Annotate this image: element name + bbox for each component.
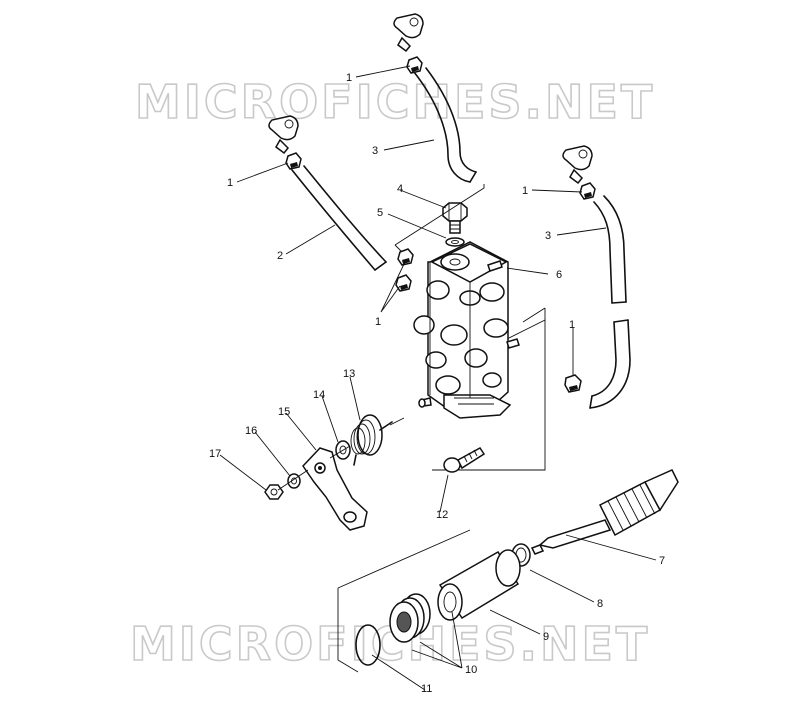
sealing-washer — [445, 237, 465, 247]
bleed-bolt — [442, 202, 468, 234]
clamp-pump-upper — [397, 248, 414, 266]
assembly-guide-lines — [394, 184, 546, 471]
nozzle-right — [562, 145, 593, 185]
watermark-bottom: MICROFICHES.NET — [130, 617, 650, 671]
hose-left — [291, 165, 387, 271]
callout-1-pump: 1 — [375, 316, 381, 328]
callout-3-right: 3 — [545, 230, 551, 242]
pump-drive-shaft — [530, 469, 679, 555]
lever-axis-line — [277, 417, 405, 491]
callout-16: 16 — [245, 425, 257, 437]
callout-17: 17 — [209, 448, 221, 460]
callout-1-right: 1 — [522, 185, 528, 197]
nozzle-top-center — [393, 13, 424, 53]
callout-2: 2 — [277, 250, 283, 262]
callout-1-lower-right: 1 — [569, 319, 575, 331]
return-spring — [350, 414, 393, 466]
callout-9: 9 — [543, 631, 549, 643]
callout-7: 7 — [659, 555, 665, 567]
callout-6: 6 — [556, 269, 562, 281]
clamp-left — [285, 152, 302, 170]
callout-5: 5 — [377, 207, 383, 219]
callout-1-top: 1 — [346, 72, 352, 84]
callout-13: 13 — [343, 368, 355, 380]
hose-top-center — [413, 67, 477, 183]
shaft-group-frame — [337, 529, 471, 673]
callout-11: 11 — [421, 683, 432, 695]
hose-right-lower — [589, 319, 631, 409]
nozzle-left — [268, 115, 299, 155]
clamp-top-center — [406, 56, 423, 74]
callout-10: 10 — [465, 664, 477, 676]
pump-bushing — [437, 549, 521, 621]
watermark-top: MICROFICHES.NET — [135, 75, 655, 129]
o-ring — [355, 624, 381, 666]
callout-12: 12 — [436, 509, 448, 521]
clamp-right-lower — [564, 374, 582, 393]
callout-3-top: 3 — [372, 145, 378, 157]
control-lever — [302, 447, 368, 531]
callout-labels: 1 1 1 1 1 2 3 3 4 5 6 7 8 9 10 11 12 13 … — [209, 72, 665, 695]
callout-8: 8 — [597, 598, 603, 610]
clamp-right — [579, 182, 596, 200]
hose-right-upper — [593, 195, 627, 304]
seal-rings — [389, 593, 431, 643]
callout-1-left: 1 — [227, 177, 233, 189]
oil-pump-body — [413, 241, 520, 419]
mounting-screw — [443, 447, 486, 473]
callout-14: 14 — [313, 389, 325, 401]
callout-4: 4 — [397, 183, 403, 195]
callout-15: 15 — [278, 406, 290, 418]
leader-lines — [219, 65, 657, 691]
lever-nut — [264, 484, 284, 500]
